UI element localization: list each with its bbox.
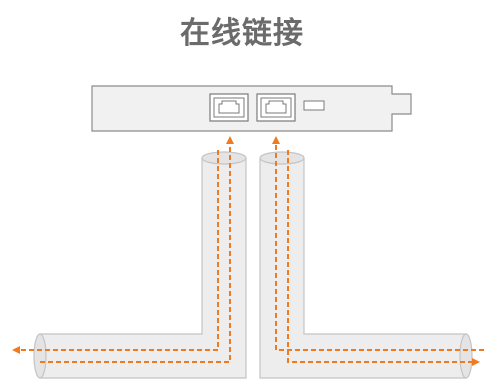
flow-arrow-in-right <box>272 136 484 351</box>
flow-arrow-out-left <box>12 150 219 354</box>
right-cable-pipe <box>259 151 473 379</box>
right-flow-arrows <box>272 136 484 366</box>
ethernet-port-icon <box>209 93 249 122</box>
network-card <box>91 85 412 132</box>
ethernet-port-icon <box>256 93 296 122</box>
flow-arrow-out-right <box>287 150 480 366</box>
status-led-icon <box>303 100 325 111</box>
left-flow-arrows <box>12 136 234 363</box>
left-cable-pipe <box>33 151 247 379</box>
page-title: 在线链接 <box>180 16 304 51</box>
flow-arrow-in-left <box>40 136 234 363</box>
network-card-bracket <box>91 85 412 132</box>
